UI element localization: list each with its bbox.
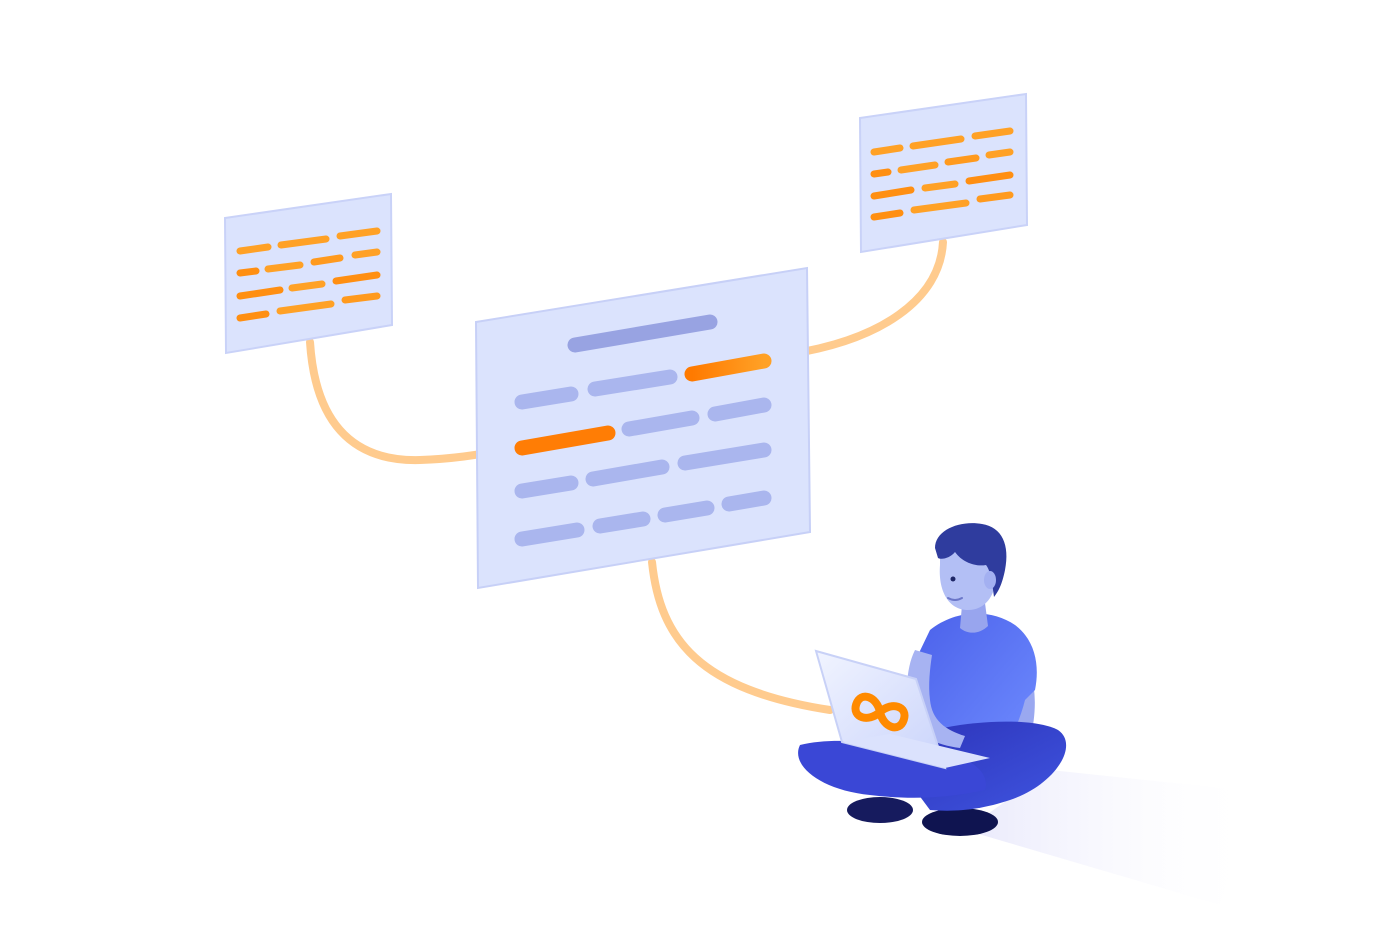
highlight-pill-left xyxy=(514,425,616,456)
card-right-rows xyxy=(870,127,1014,221)
mouth xyxy=(947,597,963,601)
card-right xyxy=(858,92,1029,254)
connector-right xyxy=(786,238,947,358)
connector-left xyxy=(306,338,504,465)
neck xyxy=(960,603,988,633)
card-left xyxy=(223,192,394,355)
laptop-base xyxy=(842,734,990,768)
card-main xyxy=(474,266,812,590)
laptop xyxy=(814,649,990,770)
card-main-rows xyxy=(514,353,772,547)
shoe-right xyxy=(922,808,998,836)
ear xyxy=(984,571,996,589)
connector-lines xyxy=(306,238,947,714)
card-main-header xyxy=(567,314,718,353)
eye xyxy=(950,576,956,582)
connector-bottom xyxy=(648,558,834,714)
highlight-pill-top xyxy=(684,353,772,382)
shoe-left xyxy=(847,797,913,823)
infinity-loop-icon xyxy=(851,692,909,732)
person xyxy=(798,523,1067,836)
card-left-rows xyxy=(236,227,381,322)
hair xyxy=(935,523,1007,597)
floor-shadow xyxy=(965,770,1260,905)
